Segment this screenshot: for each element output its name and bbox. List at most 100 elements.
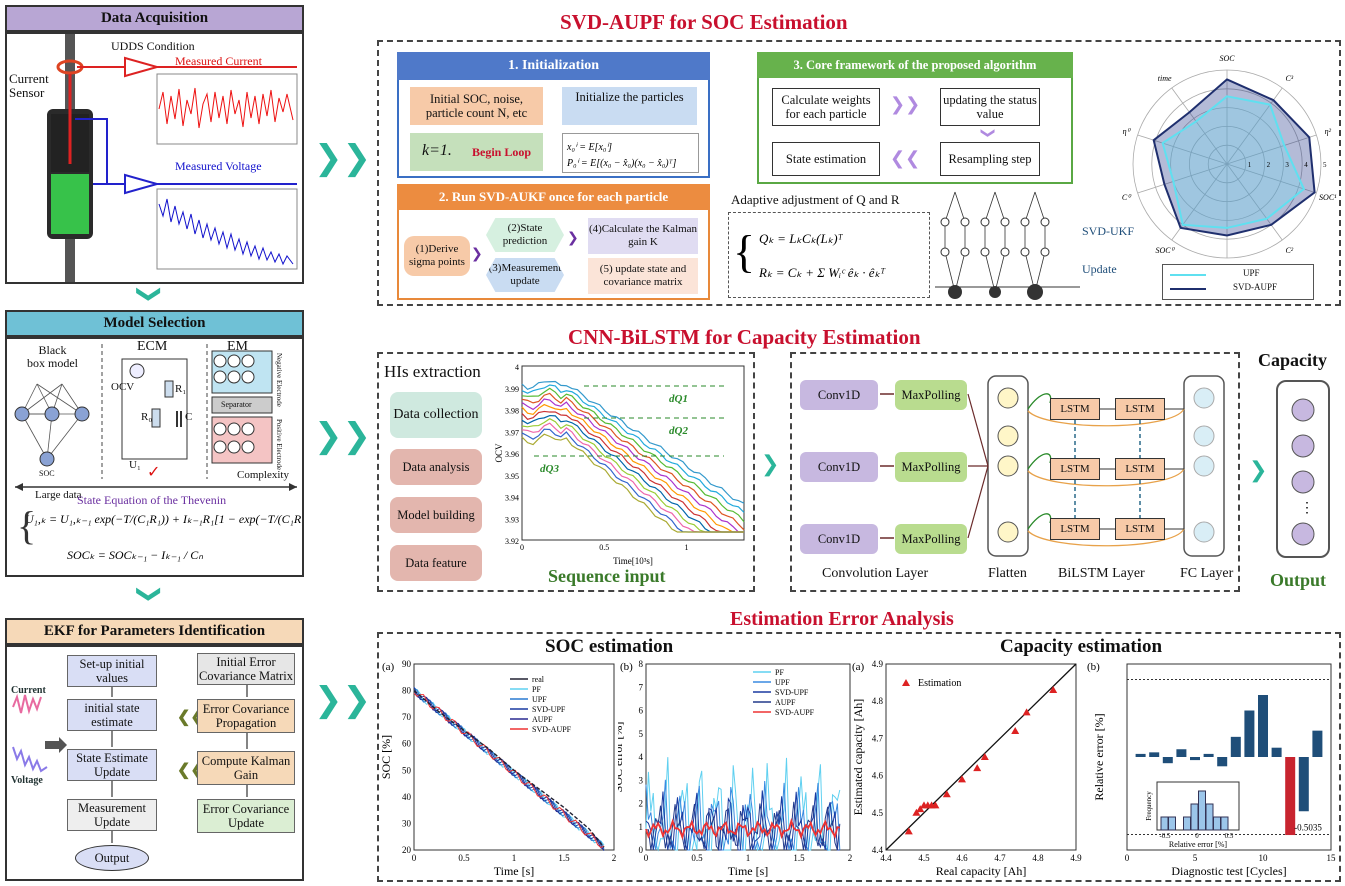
ocv-curve — [521, 387, 745, 523]
radar-axis-label: η² — [1325, 127, 1332, 136]
pool-to-flatten — [967, 465, 989, 539]
ekf-compute-kalman-gain: Compute Kalman Gain — [197, 751, 295, 785]
r1-label: R₁ — [175, 383, 187, 395]
soc-legend-item: real — [532, 675, 545, 684]
capacity-point — [1022, 708, 1031, 716]
x-tick: 4.5 — [918, 853, 930, 863]
soc-error-line — [645, 790, 840, 851]
x-tick: 5 — [1193, 853, 1198, 863]
relative-error-bar — [1285, 757, 1296, 836]
relative-error-bar — [1135, 753, 1146, 757]
core-state-estimation: State estimation — [772, 142, 880, 176]
negative-electrode-label: Negative Electrode — [275, 353, 283, 407]
x-tick: 2 — [612, 853, 617, 863]
relative-error-bar — [1217, 757, 1228, 767]
min-error-label: -0.5035 — [1294, 823, 1322, 833]
y-tick: 70 — [402, 712, 412, 722]
relative-error-bar — [1176, 749, 1187, 757]
ekf-step-initial-state: initial state estimate — [67, 699, 157, 731]
ocv-y-tick: 3.95 — [505, 472, 519, 481]
ocv-y-tick: 3.92 — [505, 537, 519, 546]
flatten-node — [997, 455, 1019, 477]
radar-axis-label: SOC¹ — [1319, 193, 1337, 202]
x-tick: 1 — [512, 853, 517, 863]
ekf-step-output: Output — [75, 845, 149, 871]
lstm-1a: LSTM — [1050, 398, 1100, 420]
capacity-point — [942, 790, 951, 798]
svg-text:Qₖ = LₖCₖ(Lₖ)ᵀ: Qₖ = LₖCₖ(Lₖ)ᵀ — [759, 231, 844, 246]
svd-ukf-network — [935, 191, 1080, 300]
svg-text:✓: ✓ — [147, 464, 160, 481]
ocv-y-tick: 3.93 — [505, 515, 519, 524]
relative-error-bar — [1162, 757, 1173, 764]
y-tick: 3 — [639, 775, 644, 785]
radar-spoke — [1171, 87, 1228, 165]
step-update-state: (5) update state and covariance matrix — [588, 258, 698, 294]
init-k-label: k=1. — [422, 142, 452, 159]
soc-err-legend-item: PF — [775, 668, 784, 677]
relative-error-bar — [1190, 757, 1200, 761]
his-extraction-label: HIs extraction — [384, 362, 481, 381]
radar-axis-label: SOC — [1219, 54, 1235, 63]
output-nodes: ⋮ — [1291, 398, 1315, 546]
conv-layer-label: Convolution Layer — [822, 566, 929, 581]
ekf-initial-error-covariance: Initial Error Covariance Matrix — [197, 653, 295, 685]
flatten-label: Flatten — [988, 566, 1027, 581]
ekf-error-covariance-update: Error Covariance Update — [197, 799, 295, 833]
x-axis-label: Time [s] — [728, 864, 769, 878]
measured-voltage-label: Measured Voltage — [175, 159, 262, 173]
y-tick: 30 — [402, 818, 412, 828]
inset-y-label: Frequency — [1145, 791, 1153, 821]
inset-bar — [1213, 816, 1221, 831]
c-label: C — [185, 411, 193, 423]
down-chevron-2: ❯ — [136, 583, 165, 605]
x-tick: 1.5 — [558, 853, 570, 863]
relative-error-bar — [1244, 710, 1255, 757]
relative-error-bar — [1298, 757, 1309, 812]
radar-series-upf — [1161, 95, 1306, 229]
conv1d-2: Conv1D — [800, 452, 878, 482]
dq-label: dQ2 — [669, 425, 688, 437]
x-tick: 10 — [1259, 853, 1269, 863]
relative-error-bar — [1312, 730, 1323, 757]
soc-legend-item: UPF — [532, 695, 547, 704]
maxpooling-3: MaxPolling — [895, 524, 967, 554]
radar-legend-lines — [1170, 274, 1206, 290]
ocv-curve — [521, 414, 744, 533]
conv1d-1: Conv1D — [800, 380, 878, 410]
down-chevron-1: ❯ — [136, 283, 165, 305]
init-box-expectation: x₀ⁱ = E[x₀ⁱ]P₀ⁱ = E[(x₀ − x̂₀)(x₀ − x̂₀)… — [562, 133, 699, 173]
x-tick: 0 — [412, 853, 417, 863]
inset-bar — [1198, 790, 1206, 831]
y-tick: 2 — [639, 799, 644, 809]
svg-text:P₀ⁱ = E[(x₀ − x̂₀)(x₀ − x̂₀)ᵀ]: P₀ⁱ = E[(x₀ − x̂₀)(x₀ − x̂₀)ᵀ] — [566, 158, 676, 169]
separator-label: Separator — [221, 400, 252, 409]
radar-tick: 5 — [1323, 161, 1327, 169]
ekf-step-state-update: State Estimate Update — [67, 749, 157, 781]
radar-axis-label: η⁰ — [1123, 127, 1132, 136]
radar-spoke — [1137, 134, 1228, 165]
right-chevron-2: ❯❯ — [314, 416, 371, 456]
ocv-label: OCV — [111, 381, 135, 393]
capacity-estimation-title: Capacity estimation — [1000, 636, 1163, 657]
model-selection-figure: ✓ U₁,ₖ = U₁,ₖ₋₁ exp(−T/(C₁R₁)) + Iₖ₋₁R₁[… — [14, 344, 318, 562]
y-tick: 4.6 — [872, 771, 884, 781]
panel-label-a: (a) — [382, 661, 395, 673]
x-axis-label: Real capacity [Ah] — [936, 864, 1027, 878]
y-tick: 6 — [639, 706, 644, 716]
radar-axis-label: time — [1158, 74, 1172, 83]
capacity-point — [973, 764, 982, 772]
x-tick: 0 — [644, 853, 649, 863]
soc-series-line — [413, 693, 605, 849]
begin-loop-label: Begin Loop — [472, 145, 532, 159]
step-measurement-update: (3)Measurement update — [486, 258, 564, 292]
lstm-3a: LSTM — [1050, 518, 1100, 540]
ekf-step-setup: Set-up initial values — [67, 655, 157, 687]
step-derive-sigma: (1)Derive sigma points — [404, 236, 470, 276]
inset-bar — [1183, 816, 1191, 831]
bilstm-label: BiLSTM Layer — [1058, 566, 1145, 581]
fc-node — [1193, 387, 1215, 409]
svg-text:Rₖ = Cₖ + Σ Wᵢᶜ êₖ · êₖᵀ: Rₖ = Cₖ + Σ Wᵢᶜ êₖ · êₖᵀ — [758, 265, 886, 280]
fc-layer-label: FC Layer — [1180, 566, 1234, 581]
